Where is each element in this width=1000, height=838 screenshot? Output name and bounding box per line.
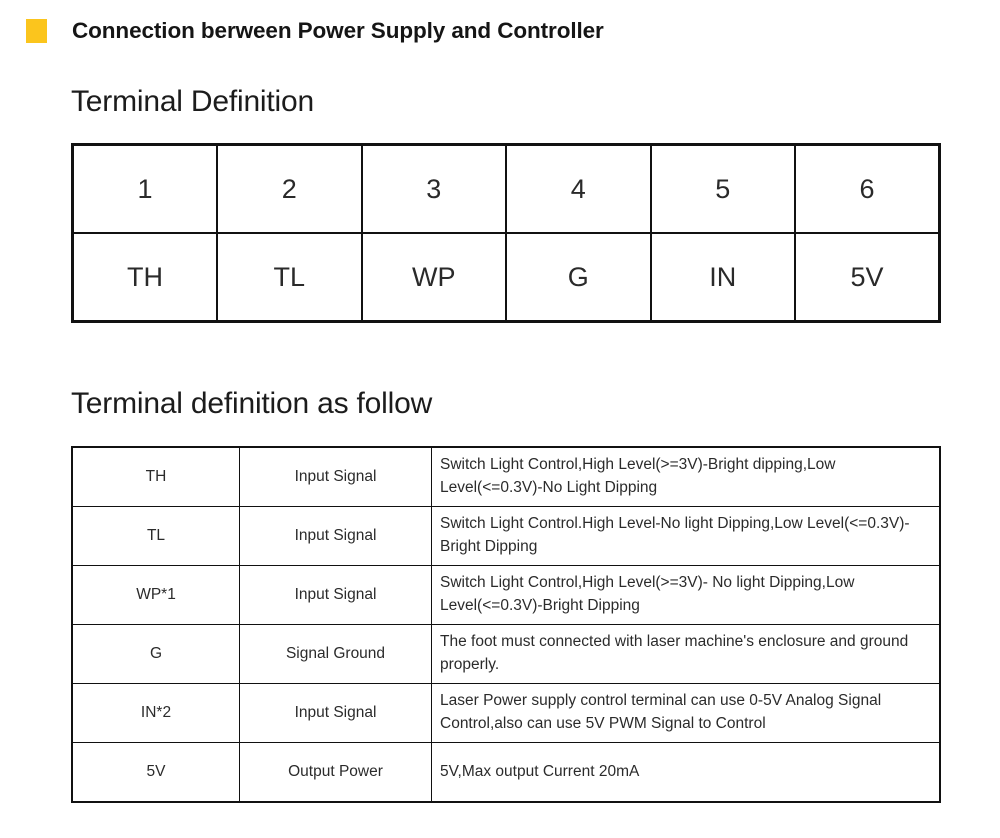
terminal-name-cell: G — [71, 624, 240, 684]
terminal-name-cell: TH — [71, 446, 240, 507]
terminal-type-cell: Signal Ground — [239, 624, 432, 684]
pin-number-cell: 3 — [360, 143, 507, 234]
table-row: TL Input Signal Switch Light Control.Hig… — [71, 506, 941, 566]
pin-number-cell: 5 — [649, 143, 796, 234]
terminal-description-text: Switch Light Control.High Level-No light… — [440, 515, 910, 555]
pin-map-table: 1 2 3 4 5 6 TH TL WP G IN 5V — [71, 143, 941, 323]
table-row: IN*2 Input Signal Laser Power supply con… — [71, 683, 941, 743]
pin-name-cell: 5V — [794, 232, 941, 323]
terminal-description-text: Switch Light Control,High Level(>=3V)- N… — [440, 574, 855, 614]
terminal-description-cell: Switch Light Control.High Level-No light… — [431, 506, 941, 566]
terminal-description-text: 5V,Max output Current 20mA — [440, 762, 640, 780]
heading-terminal-definition-as-follow: Terminal definition as follow — [71, 387, 433, 420]
terminal-type-cell: Output Power — [239, 742, 432, 803]
terminal-type-cell: Input Signal — [239, 565, 432, 625]
terminal-type-cell: Input Signal — [239, 506, 432, 566]
terminal-type-cell: Input Signal — [239, 683, 432, 743]
section-header: Connection berween Power Supply and Cont… — [0, 14, 1000, 48]
pin-number-cell: 4 — [505, 143, 652, 234]
pin-number-cell: 2 — [216, 143, 363, 234]
terminal-description-text: Switch Light Control,High Level(>=3V)-Br… — [440, 456, 836, 496]
terminal-name-cell: TL — [71, 506, 240, 566]
pin-number-cell: 6 — [794, 143, 941, 234]
table-row: WP*1 Input Signal Switch Light Control,H… — [71, 565, 941, 625]
table-row-pin-names: TH TL WP G IN 5V — [71, 232, 941, 323]
terminal-name-cell: WP*1 — [71, 565, 240, 625]
terminal-description-cell: Switch Light Control,High Level(>=3V)-Br… — [431, 446, 941, 507]
terminal-description-cell: Laser Power supply control terminal can … — [431, 683, 941, 743]
pin-name-cell: TH — [71, 232, 218, 323]
terminal-description-cell: The foot must connected with laser machi… — [431, 624, 941, 684]
pin-name-cell: WP — [360, 232, 507, 323]
terminal-type-cell: Input Signal — [239, 446, 432, 507]
pin-name-cell: IN — [649, 232, 796, 323]
bullet-square-icon — [26, 19, 47, 43]
pin-name-cell: TL — [216, 232, 363, 323]
terminal-definition-table: TH Input Signal Switch Light Control,Hig… — [71, 446, 941, 803]
heading-terminal-definition: Terminal Definition — [71, 85, 314, 118]
table-row: 5V Output Power 5V,Max output Current 20… — [71, 742, 941, 803]
terminal-description-cell: 5V,Max output Current 20mA — [431, 742, 941, 803]
terminal-description-text: The foot must connected with laser machi… — [440, 633, 909, 673]
terminal-description-text: Laser Power supply control terminal can … — [440, 692, 882, 732]
section-header-title: Connection berween Power Supply and Cont… — [72, 18, 604, 43]
table-row-pin-numbers: 1 2 3 4 5 6 — [71, 143, 941, 234]
table-row: G Signal Ground The foot must connected … — [71, 624, 941, 684]
table-row: TH Input Signal Switch Light Control,Hig… — [71, 446, 941, 507]
pin-number-cell: 1 — [71, 143, 218, 234]
pin-name-cell: G — [505, 232, 652, 323]
terminal-description-cell: Switch Light Control,High Level(>=3V)- N… — [431, 565, 941, 625]
terminal-name-cell: IN*2 — [71, 683, 240, 743]
terminal-name-cell: 5V — [71, 742, 240, 803]
